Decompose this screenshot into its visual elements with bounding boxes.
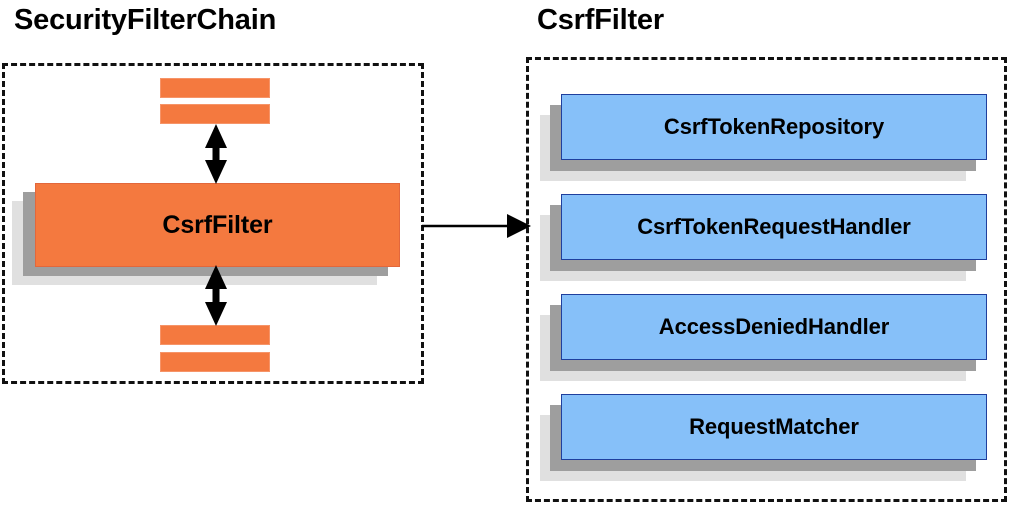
filter-bar-below-1: [160, 325, 270, 345]
node-face: CsrfFilter: [35, 183, 400, 267]
node-label: CsrfTokenRepository: [663, 114, 885, 139]
node-access-denied-handler[interactable]: AccessDeniedHandler: [540, 294, 987, 381]
node-request-matcher[interactable]: RequestMatcher: [540, 394, 987, 481]
node-face: CsrfTokenRepository: [561, 94, 987, 160]
node-csrf-token-request-handler[interactable]: CsrfTokenRequestHandler: [540, 194, 987, 281]
node-face: AccessDeniedHandler: [561, 294, 987, 360]
node-label: AccessDeniedHandler: [658, 314, 890, 339]
node-csrf-token-repository[interactable]: CsrfTokenRepository: [540, 94, 987, 181]
panel-title-security-filter-chain: SecurityFilterChain: [14, 4, 277, 36]
filter-bar-above-1: [160, 78, 270, 98]
panel-title-csrf-filter: CsrfFilter: [537, 4, 664, 36]
node-label: RequestMatcher: [689, 414, 859, 439]
filter-bar-above-2: [160, 104, 270, 124]
panel-security-filter-chain: [2, 63, 424, 384]
filter-bar-below-2: [160, 352, 270, 372]
node-face: RequestMatcher: [561, 394, 987, 460]
node-face: CsrfTokenRequestHandler: [561, 194, 987, 260]
node-csrf-filter[interactable]: CsrfFilter: [12, 183, 400, 285]
node-label: CsrfTokenRequestHandler: [637, 214, 911, 239]
expand-arrow: [422, 214, 531, 238]
panel-csrf-filter: [526, 57, 1007, 502]
node-label: CsrfFilter: [162, 210, 273, 239]
